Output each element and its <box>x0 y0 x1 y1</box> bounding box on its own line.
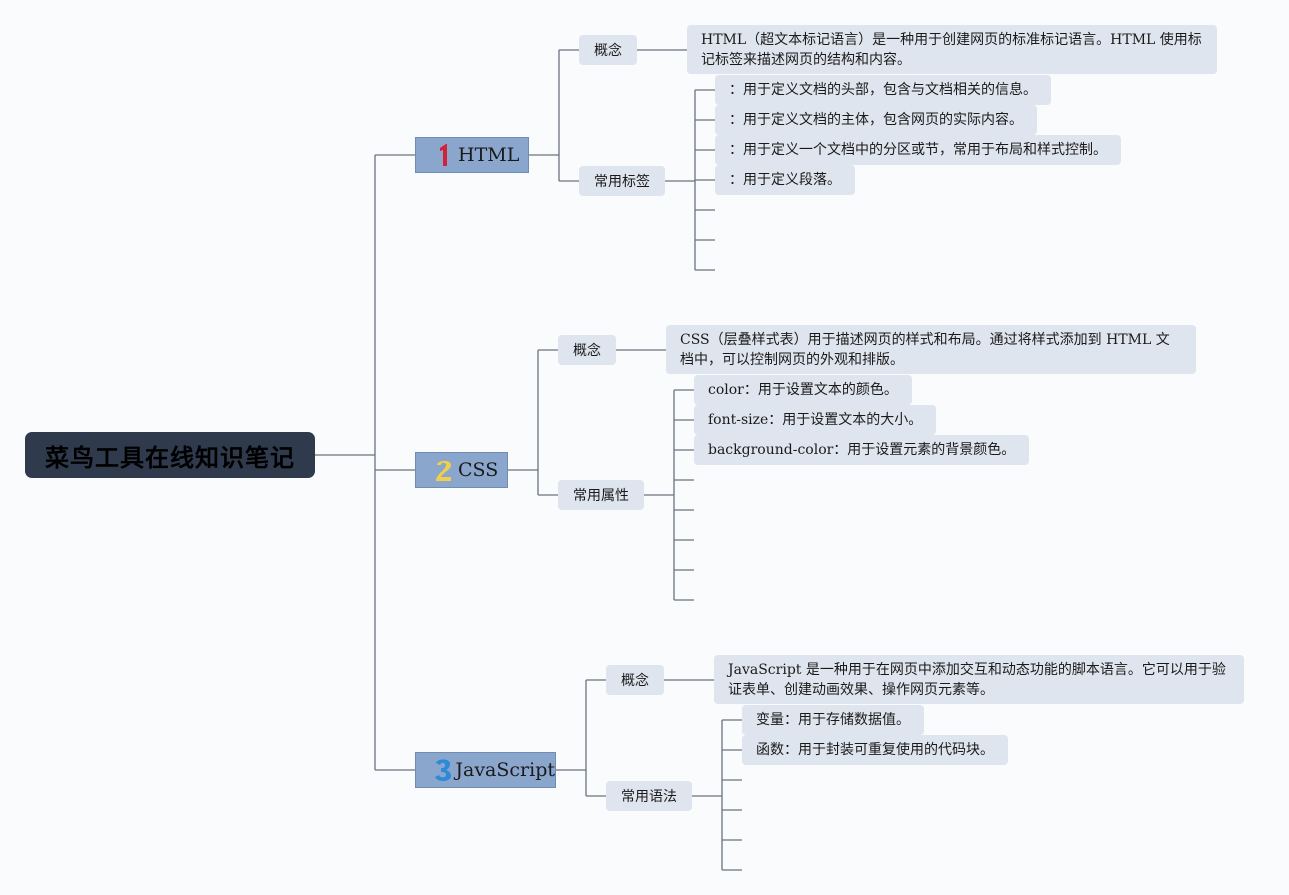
js-syntax-item-function[interactable]: 函数：用于封装可重复使用的代码块。 <box>742 735 1008 765</box>
html-concept-tag[interactable]: 概念 <box>579 35 637 65</box>
css-props-tag[interactable]: 常用属性 <box>558 480 644 510</box>
leaf-text: ：用于定义文档的主体，包含网页的实际内容。 <box>729 112 1023 128</box>
tag-label: 常用属性 <box>573 488 629 504</box>
leaf-text: 函数：用于封装可重复使用的代码块。 <box>756 742 994 758</box>
tag-label: 概念 <box>573 343 601 359</box>
html-tag-item-body[interactable]: ：用于定义文档的主体，包含网页的实际内容。 <box>715 105 1037 135</box>
root-title-text: 菜鸟工具在线知识笔记 <box>45 443 295 472</box>
js-syntax-tag[interactable]: 常用语法 <box>606 781 692 811</box>
branch-label: HTML <box>458 144 520 166</box>
html-tags-tag[interactable]: 常用标签 <box>579 166 665 196</box>
js-syntax-item-variable[interactable]: 变量：用于存储数据值。 <box>742 705 924 735</box>
leaf-text: background-color：用于设置元素的背景颜色。 <box>708 442 1016 458</box>
css-prop-item-color[interactable]: color：用于设置文本的颜色。 <box>694 375 912 405</box>
css-concept-text[interactable]: CSS（层叠样式表）用于描述网页的样式和布局。通过将样式添加到 HTML 文档中… <box>666 325 1196 374</box>
tag-label: 概念 <box>594 43 622 59</box>
tag-label: 常用标签 <box>594 174 650 190</box>
leaf-text: ：用于定义文档的头部，包含与文档相关的信息。 <box>729 82 1037 98</box>
root-node-title[interactable]: 菜鸟工具在线知识笔记 <box>25 432 315 478</box>
number-one-icon <box>432 143 456 167</box>
leaf-text: font-size：用于设置文本的大小。 <box>708 412 923 428</box>
leaf-text: ：用于定义一个文档中的分区或节，常用于布局和样式控制。 <box>729 142 1107 158</box>
branch-label: CSS <box>458 459 499 481</box>
leaf-text: JavaScript 是一种用于在网页中添加交互和动态功能的脚本语言。它可以用于… <box>728 661 1226 698</box>
css-concept-tag[interactable]: 概念 <box>558 335 616 365</box>
css-prop-item-font-size[interactable]: font-size：用于设置文本的大小。 <box>694 405 937 435</box>
tag-label: 概念 <box>621 673 649 689</box>
branch-html[interactable]: HTML <box>415 137 529 173</box>
branch-javascript[interactable]: JavaScript <box>415 752 556 788</box>
leaf-text: 变量：用于存储数据值。 <box>756 712 910 728</box>
leaf-text: ：用于定义段落。 <box>729 172 841 188</box>
leaf-text: color：用于设置文本的颜色。 <box>708 382 898 398</box>
number-three-icon <box>432 758 453 782</box>
number-two-icon <box>432 458 456 482</box>
tag-label: 常用语法 <box>621 789 677 805</box>
leaf-text: HTML（超文本标记语言）是一种用于创建网页的标准标记语言。HTML 使用标记标… <box>701 31 1202 68</box>
js-concept-text[interactable]: JavaScript 是一种用于在网页中添加交互和动态功能的脚本语言。它可以用于… <box>714 655 1244 704</box>
html-tag-item-p[interactable]: ：用于定义段落。 <box>715 165 855 195</box>
branch-label: JavaScript <box>455 759 555 781</box>
leaf-text: CSS（层叠样式表）用于描述网页的样式和布局。通过将样式添加到 HTML 文档中… <box>680 331 1170 368</box>
html-tag-item-head[interactable]: ：用于定义文档的头部，包含与文档相关的信息。 <box>715 75 1051 105</box>
css-prop-item-background-color[interactable]: background-color：用于设置元素的背景颜色。 <box>694 435 1030 465</box>
js-concept-tag[interactable]: 概念 <box>606 665 664 695</box>
branch-css[interactable]: CSS <box>415 452 508 488</box>
html-concept-text[interactable]: HTML（超文本标记语言）是一种用于创建网页的标准标记语言。HTML 使用标记标… <box>687 25 1217 74</box>
html-tag-item-div[interactable]: ：用于定义一个文档中的分区或节，常用于布局和样式控制。 <box>715 135 1121 165</box>
